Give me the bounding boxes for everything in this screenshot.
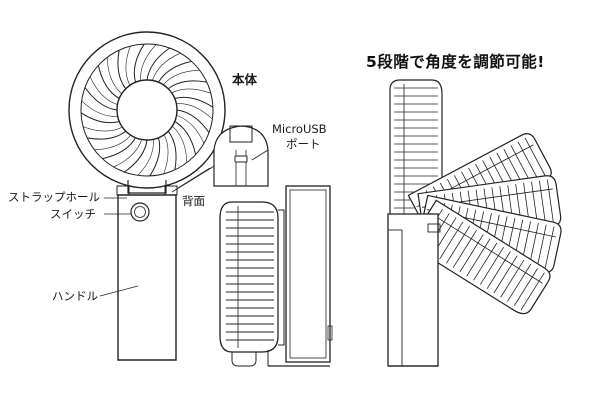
angle-fan-fin xyxy=(479,247,504,285)
fan-blade xyxy=(167,80,207,90)
fan-blade xyxy=(84,87,118,111)
angle-fan-fin xyxy=(452,230,477,268)
fan-blade-edge xyxy=(140,44,157,81)
fan-blade xyxy=(176,109,210,133)
angle-fan-fin xyxy=(546,179,554,224)
angle-fan-fin xyxy=(544,226,555,270)
fan-blade-edge xyxy=(81,100,118,117)
fan-head-outer xyxy=(68,31,226,189)
fan-blade xyxy=(158,60,192,83)
fan-blade-edge xyxy=(113,139,142,168)
switch-button xyxy=(130,202,150,222)
angle-fan-fin xyxy=(459,234,484,273)
fan-blade xyxy=(97,65,120,99)
angle-fan-fin xyxy=(486,251,511,289)
usb-callout-neck xyxy=(229,125,253,143)
fan-blade-edge xyxy=(137,139,154,176)
side-fan-fins xyxy=(226,206,274,348)
label-microusb: MicroUSB xyxy=(272,122,327,136)
fan-blade-edge xyxy=(176,103,213,120)
angle-fan-position-5 xyxy=(407,199,551,315)
angle-fan-position-1 xyxy=(389,79,443,219)
fan-blade-edge xyxy=(125,46,131,86)
angle-fan-divider xyxy=(430,212,543,284)
angle-fan-fin xyxy=(500,259,525,298)
handle-body xyxy=(117,194,177,361)
label-strap-hole: ストラップホール xyxy=(8,190,100,204)
label-switch: スイッチ xyxy=(50,207,96,221)
fan-blade-edge xyxy=(83,126,123,132)
angle-fan-fin xyxy=(473,242,498,281)
fan-blade-edge xyxy=(106,57,122,94)
fan-blade-edge xyxy=(171,88,211,94)
fan-blade xyxy=(87,130,127,140)
angle-fan-head xyxy=(389,79,443,219)
side-fan-head xyxy=(219,201,279,353)
angle-fan-fin xyxy=(524,137,547,177)
fan-blade xyxy=(117,50,127,90)
fan-blade-edge xyxy=(152,52,181,81)
fan-blade-edge xyxy=(89,76,118,105)
side-base xyxy=(231,352,257,367)
fan-blade-edge xyxy=(94,135,131,151)
label-port: ポート xyxy=(286,137,321,151)
angle-fan-head xyxy=(407,199,551,315)
angle-fan-fin xyxy=(439,221,464,260)
angle-fan-fin xyxy=(536,224,547,268)
angle-fan-fin xyxy=(520,272,545,311)
fan-blade xyxy=(133,43,145,83)
angle-fan-fin xyxy=(466,238,491,277)
fan-blade-edge xyxy=(172,126,188,163)
angle-fan-fin xyxy=(517,141,539,181)
side-back-panel xyxy=(278,209,285,346)
fan-blade xyxy=(80,112,120,124)
fan-blade xyxy=(102,137,136,160)
fan-head-inner-ring xyxy=(80,43,214,177)
fan-blade xyxy=(174,96,214,108)
angle-headline: 5段階で角度を調節可能! xyxy=(366,53,545,71)
label-handle: ハンドル xyxy=(52,289,98,303)
angle-fan-fin xyxy=(493,255,518,294)
label-body: 本体 xyxy=(232,72,258,87)
label-back: 背面 xyxy=(182,194,205,208)
fan-blade-edge xyxy=(163,69,200,85)
fan-blade-edge xyxy=(163,134,169,174)
usb-port-icon xyxy=(234,155,248,163)
fan-blades xyxy=(80,43,214,177)
side-handle xyxy=(285,185,331,363)
angle-fan-fin xyxy=(446,225,471,264)
angle-fan-fin xyxy=(507,263,532,302)
angle-handle xyxy=(387,213,439,367)
fan-blade xyxy=(124,139,148,173)
fan-blade xyxy=(146,47,170,81)
angle-fan-fin xyxy=(513,268,538,306)
fan-blade xyxy=(174,121,197,155)
fan-blade-edge xyxy=(176,115,205,144)
fan-blade xyxy=(167,130,177,170)
fan-blade xyxy=(149,137,161,177)
angle-fan-fin xyxy=(539,180,546,225)
fan-hub xyxy=(116,79,178,141)
